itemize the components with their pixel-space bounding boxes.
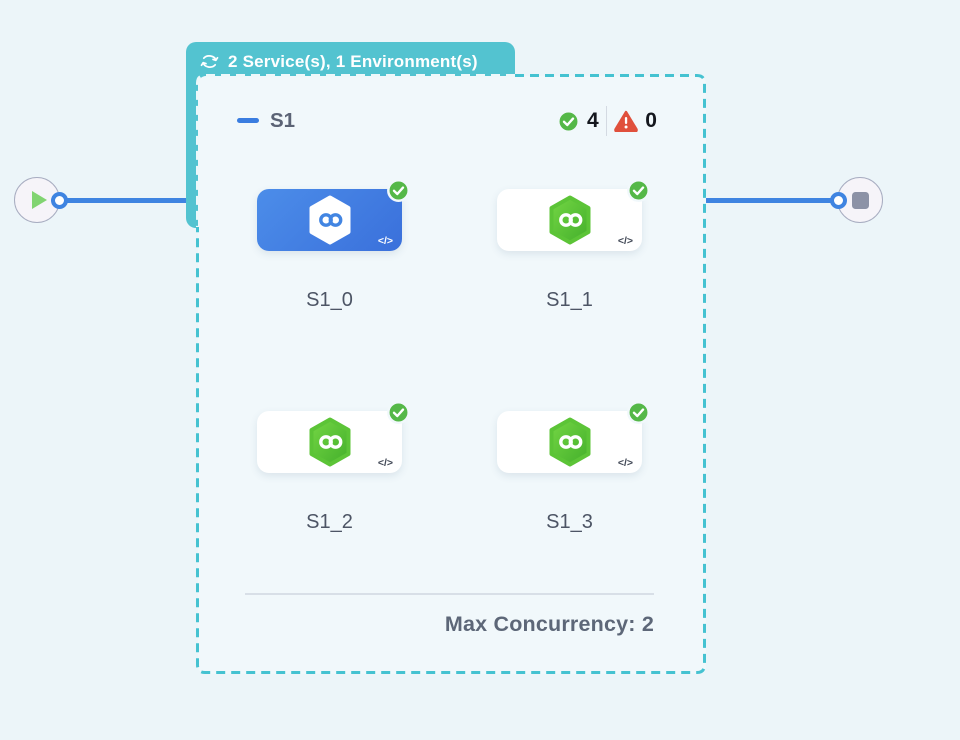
service-node-label: S1_1 — [546, 289, 593, 311]
infinity-hexagon-icon — [307, 417, 353, 467]
edge-start-to-group — [60, 198, 196, 203]
code-icon: </> — [377, 235, 393, 247]
success-check-icon — [386, 179, 410, 202]
service-node-s1-1[interactable]: </> — [497, 189, 642, 251]
status-divider — [605, 106, 608, 136]
warning-triangle-icon — [614, 110, 638, 132]
footer-divider — [245, 593, 654, 595]
service-node-label: S1_3 — [546, 511, 593, 533]
end-input-port — [830, 192, 847, 209]
service-node-label: S1_0 — [306, 289, 353, 311]
check-circle-icon — [557, 109, 580, 133]
service-node-s1-3[interactable]: </> — [497, 411, 642, 473]
code-icon: </> — [377, 457, 393, 469]
code-icon: </> — [617, 235, 633, 247]
badge-label: 2 Service(s), 1 Environment(s) — [228, 51, 478, 71]
max-concurrency-text: Max Concurrency: 2 — [444, 612, 654, 636]
group-status-cluster: 4 0 — [557, 104, 657, 138]
infinity-hexagon-icon — [547, 417, 593, 467]
infinity-hexagon-icon — [307, 195, 353, 245]
service-node-s1-2[interactable]: </> — [257, 411, 402, 473]
code-icon: </> — [617, 457, 633, 469]
infinity-hexagon-icon — [547, 195, 593, 245]
success-check-icon — [626, 401, 650, 424]
group-title: S1 — [270, 109, 296, 132]
success-count: 4 — [587, 109, 599, 132]
service-node-s1-0[interactable]: </> — [257, 189, 402, 251]
play-icon — [32, 191, 47, 209]
service-node-label: S1_2 — [306, 511, 353, 533]
start-output-port — [51, 192, 68, 209]
success-check-icon — [626, 179, 650, 202]
cycle-icon — [199, 53, 220, 70]
collapse-group-button[interactable] — [237, 118, 259, 123]
success-check-icon — [386, 401, 410, 424]
edge-group-to-end — [704, 198, 840, 203]
error-count: 0 — [645, 109, 657, 132]
stop-icon — [852, 192, 869, 209]
